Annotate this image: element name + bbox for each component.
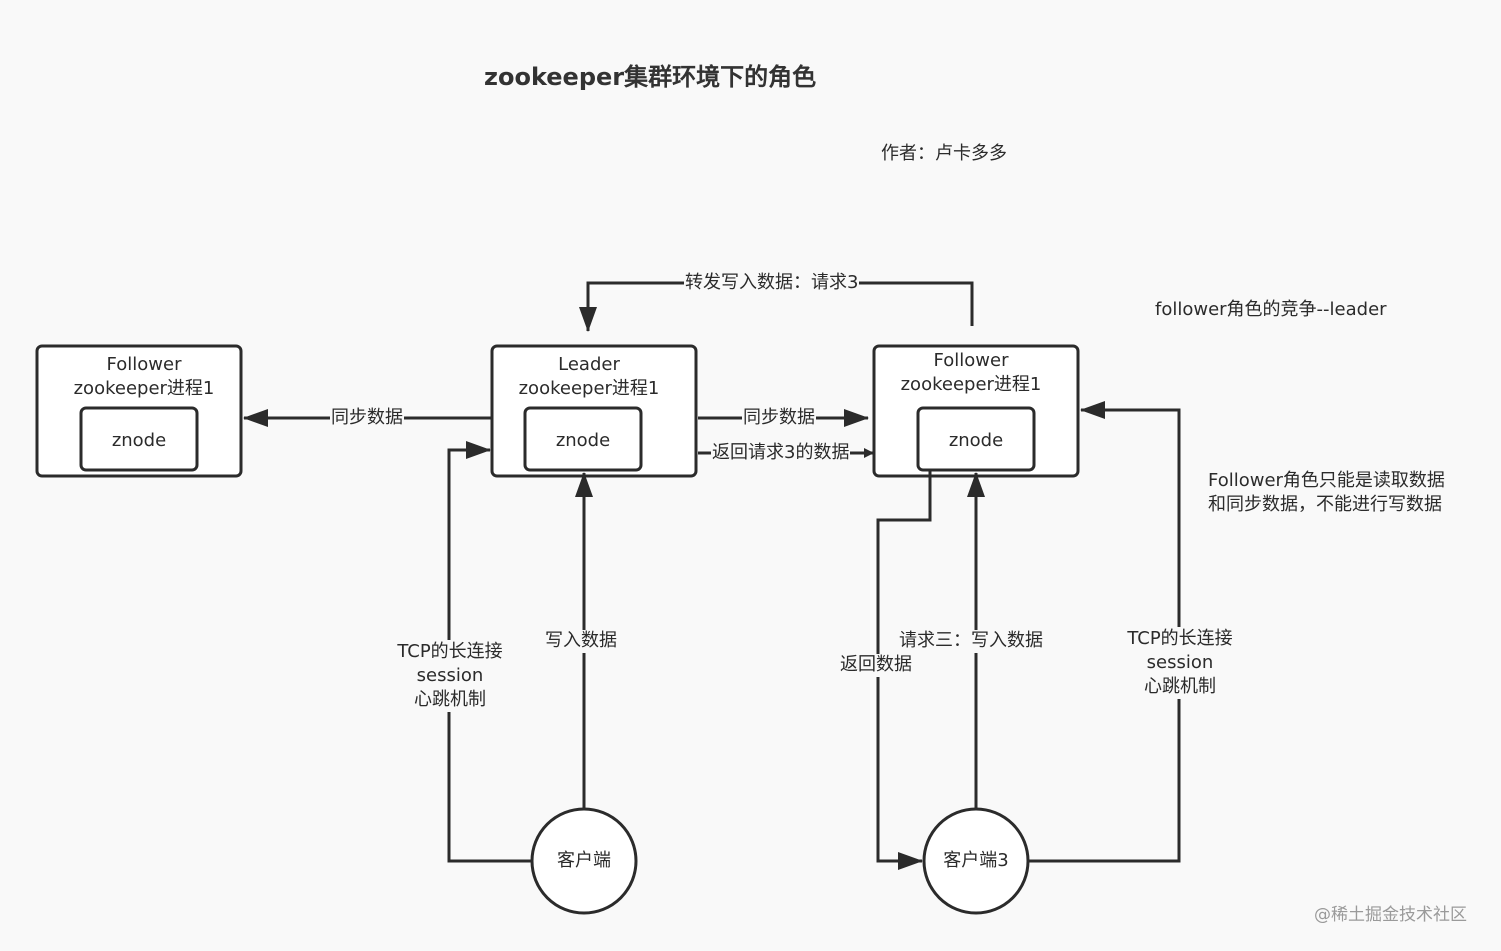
tcp-right-line-3: 心跳机制	[1144, 676, 1216, 697]
follower-right-znode-box[interactable]	[916, 406, 1036, 472]
client-right-label: 客户端3	[943, 850, 1009, 871]
note-follower-desc-line-1: Follower角色只能是读取数据	[1208, 470, 1445, 491]
leader-role: Leader	[558, 354, 620, 375]
edge-label-request3-write: 请求三：写入数据	[898, 630, 1044, 653]
edge-label-forward-write: 转发写入数据：请求3	[684, 272, 860, 295]
diagram-title: zookeeper集群环境下的角色	[484, 63, 817, 91]
note-follower-desc-line-2: 和同步数据，不能进行写数据	[1208, 494, 1442, 515]
leader-label: Leader zookeeper进程1	[482, 353, 696, 401]
follower-right-label: Follower zookeeper进程1	[869, 349, 1073, 397]
follower-left-process: zookeeper进程1	[73, 378, 215, 399]
edge-label-sync-right: 同步数据	[742, 407, 816, 430]
leader-znode: znode	[555, 430, 611, 451]
edge-label-return-data: 返回数据	[839, 654, 913, 677]
follower-right-role: Follower	[933, 350, 1009, 371]
tcp-right-line-2: session	[1146, 652, 1214, 673]
edge-return-data	[876, 470, 932, 870]
client-left-node[interactable]	[530, 807, 638, 915]
tcp-left-line-3: 心跳机制	[414, 689, 486, 710]
note-follower-desc: Follower角色只能是读取数据 和同步数据，不能进行写数据	[1208, 469, 1445, 517]
follower-left-znode: znode	[111, 430, 167, 451]
follower-left-label: Follower zookeeper进程1	[37, 353, 251, 401]
follower-left-role: Follower	[106, 354, 182, 375]
tcp-right-line-1: TCP的长连接	[1127, 628, 1233, 649]
follower-right-process: zookeeper进程1	[900, 374, 1042, 395]
tcp-left-line-2: session	[416, 665, 484, 686]
follower-right-znode: znode	[948, 430, 1004, 451]
edge-label-tcp-left: TCP的长连接 session 心跳机制	[388, 640, 512, 712]
client-left-label: 客户端	[557, 850, 611, 871]
leader-process: zookeeper进程1	[518, 378, 660, 399]
author-label: 作者：卢卡多多	[881, 143, 1007, 164]
leader-znode-box[interactable]	[523, 406, 643, 472]
edge-label-return-req3: 返回请求3的数据	[711, 442, 851, 465]
note-competition: follower角色的竞争--leader	[1155, 299, 1387, 320]
watermark: @稀土掘金技术社区	[1314, 905, 1467, 925]
tcp-left-line-1: TCP的长连接	[397, 641, 503, 662]
client-right-node[interactable]	[922, 807, 1030, 915]
edge-label-tcp-right: TCP的长连接 session 心跳机制	[1118, 627, 1242, 699]
edge-label-sync-left: 同步数据	[330, 407, 404, 430]
follower-left-znode-box[interactable]	[79, 406, 199, 472]
edge-label-write-data: 写入数据	[544, 630, 618, 653]
